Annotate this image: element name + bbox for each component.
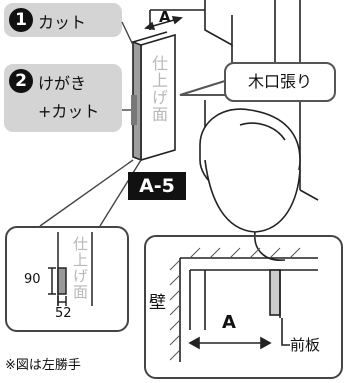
left-inset-drawing (48, 232, 93, 306)
panel-finish-face-label: 仕上げ面 (149, 55, 168, 123)
edge-banding-callout: 木口張り (224, 62, 336, 102)
handedness-note: ※図は左勝手 (5, 358, 81, 373)
front-board-label: 前板 (290, 336, 321, 354)
left-inset-frame (5, 226, 129, 332)
panel-dimension-a (144, 16, 183, 30)
right-inset-frame (144, 235, 343, 379)
step-2-label-line2: +カット (38, 102, 100, 121)
inset-dimension-a (188, 336, 272, 350)
inset-dimension-label: A (222, 312, 236, 333)
step-2-number: 2 (9, 69, 33, 93)
left-inset-finish-face-label: 仕上げ面 (71, 236, 89, 300)
callout-pointer (179, 78, 229, 96)
right-inset-drawing (169, 247, 318, 362)
panel (131, 31, 176, 162)
step-1-label: カット (38, 13, 87, 32)
step-2-box (4, 64, 122, 132)
wall-label: 壁 (149, 293, 166, 313)
step-2-label-line1: けがき (38, 74, 87, 93)
step-1-box (4, 3, 122, 37)
panel-dimension-label: A (159, 8, 171, 26)
left-inset-width-label: 52 (55, 306, 72, 321)
step-1-number: 1 (9, 8, 33, 32)
part-badge: A-5 (128, 172, 186, 200)
left-inset-height-label: 90 (24, 272, 41, 287)
toilet-fixture (199, 108, 301, 261)
